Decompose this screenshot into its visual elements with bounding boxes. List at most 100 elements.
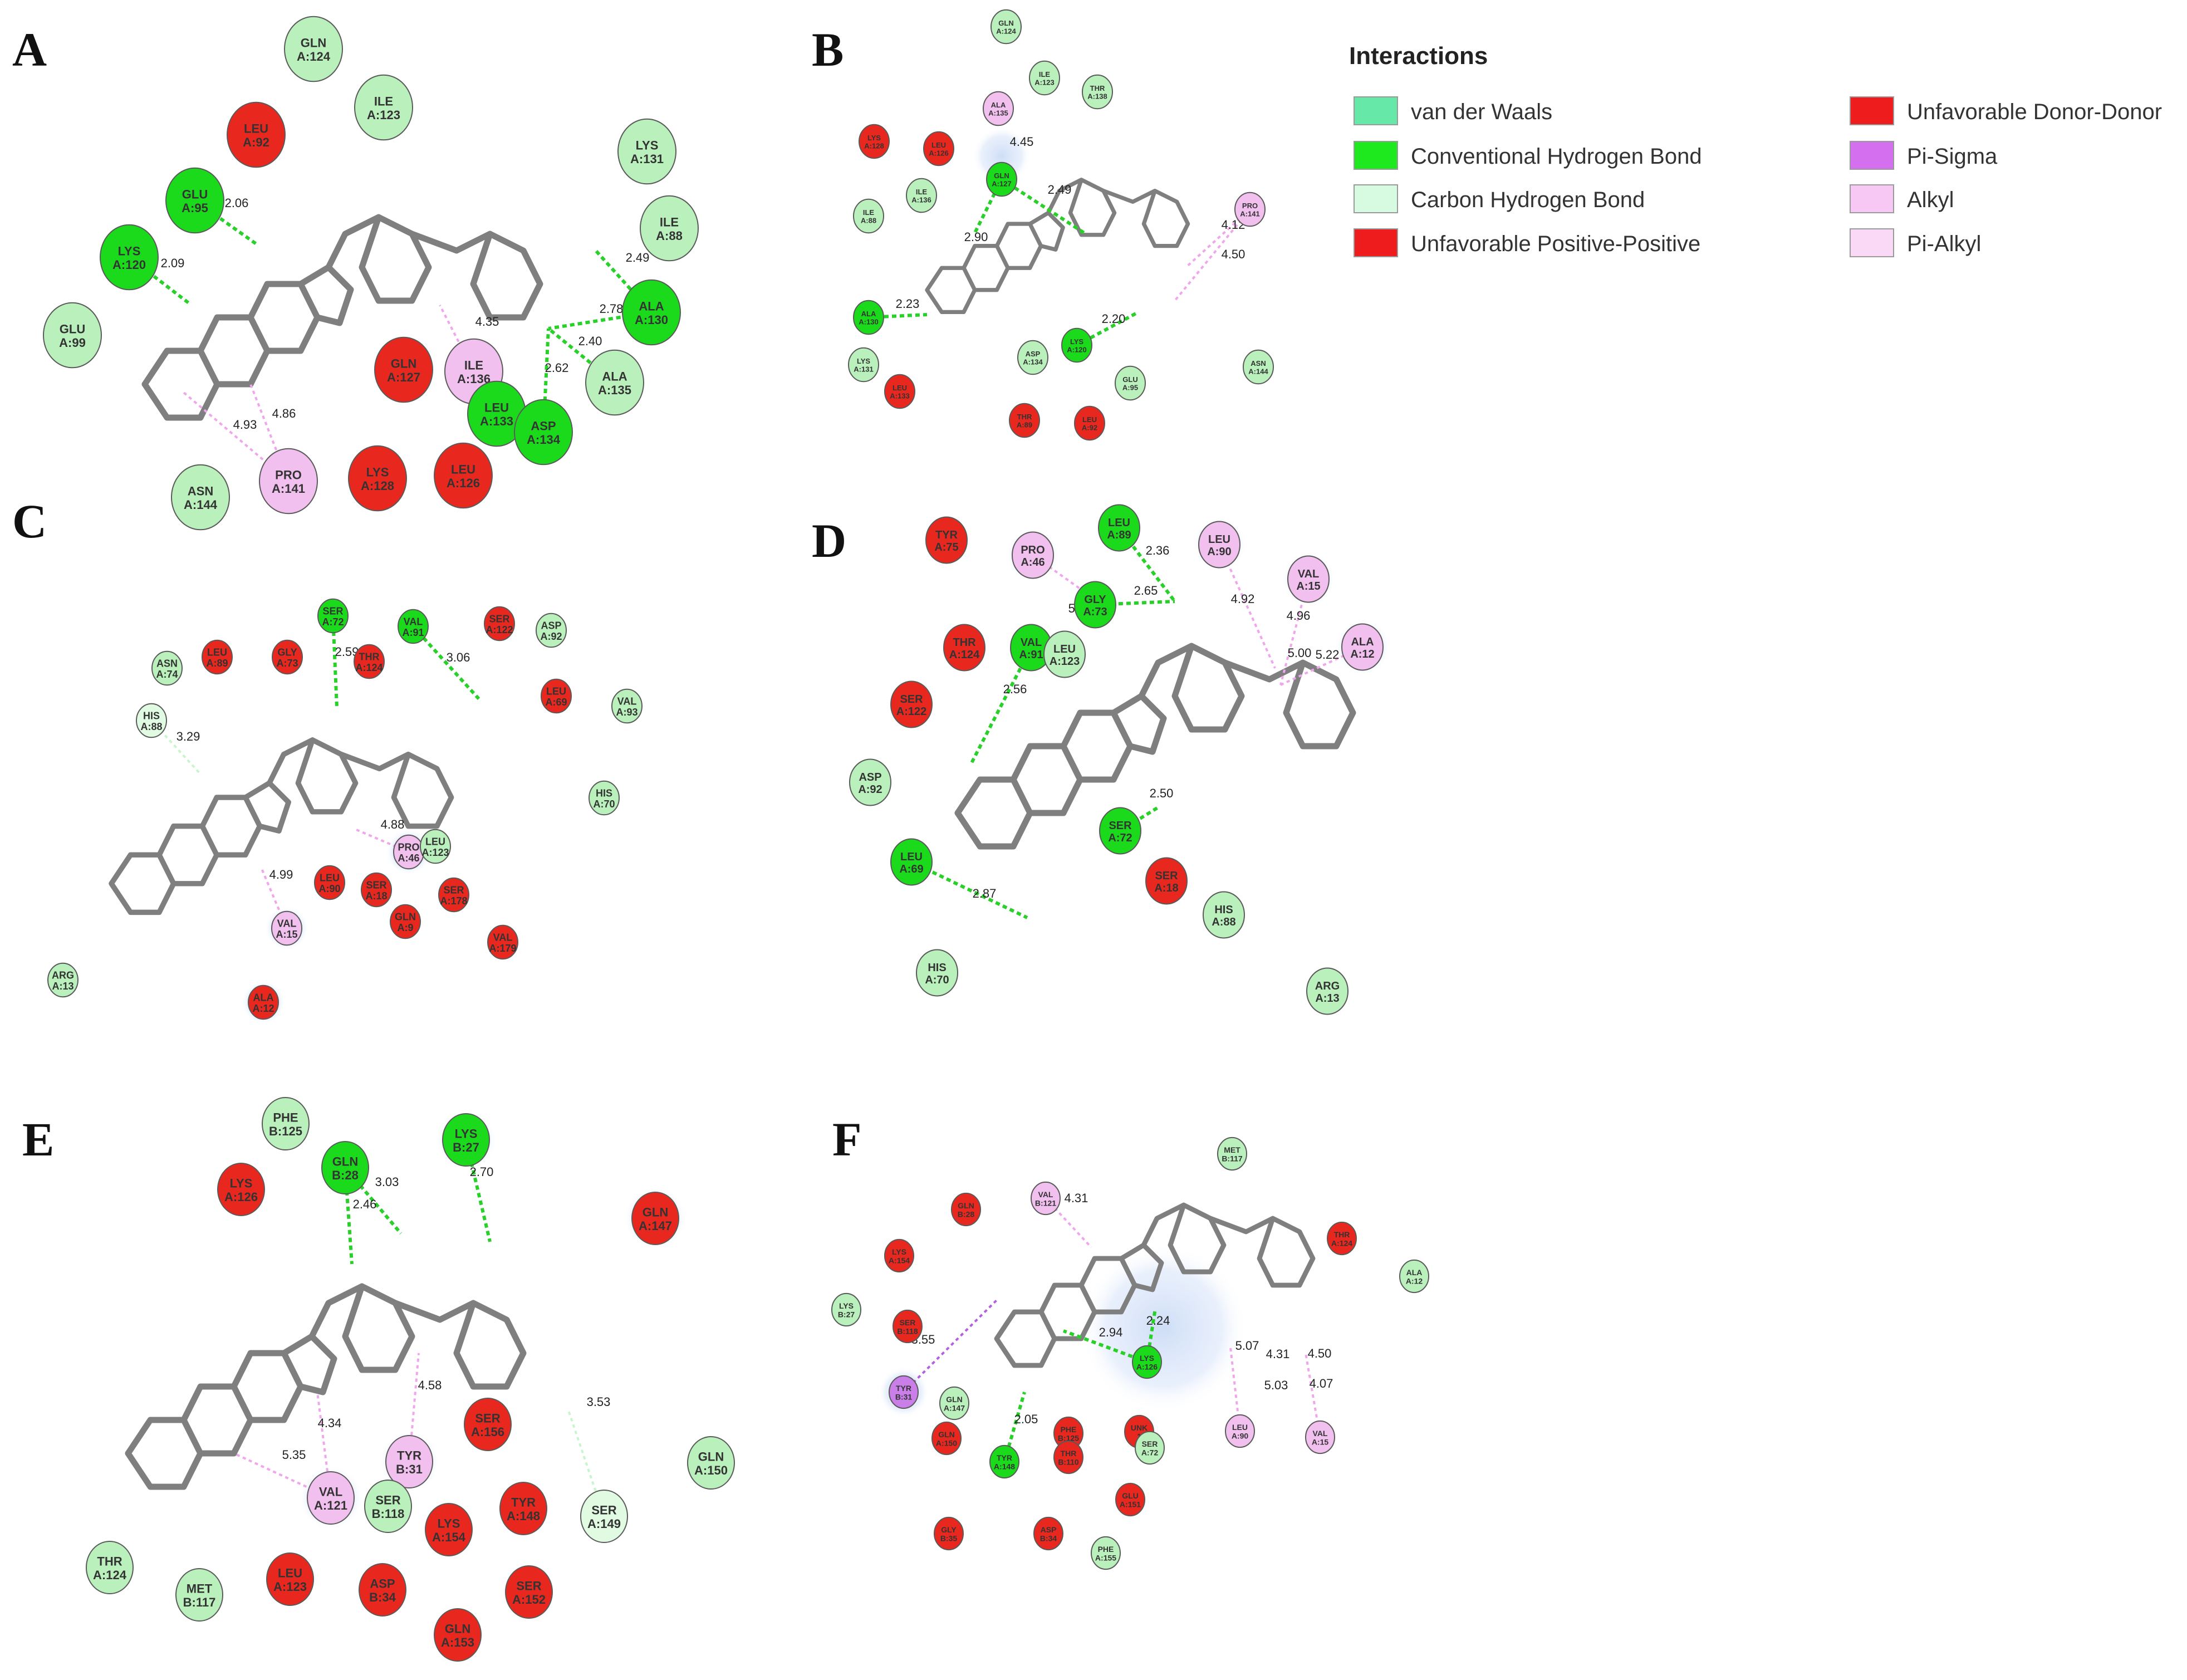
residue-name: SER xyxy=(900,1318,916,1327)
residue-id: A:178 xyxy=(440,895,467,907)
residue-name: TYR xyxy=(511,1496,536,1510)
residue-name: GLU xyxy=(182,188,208,202)
legend-swatch xyxy=(1354,228,1398,257)
residue-circle xyxy=(434,1608,482,1662)
residue-name: LEU xyxy=(893,384,907,392)
residue-circle xyxy=(951,1192,981,1227)
residue-name: ASN xyxy=(1251,359,1266,368)
distance-label: 2.40 xyxy=(578,334,602,348)
ligand-bond xyxy=(925,266,977,315)
residue-circle xyxy=(307,1471,355,1525)
distance-label: 4.35 xyxy=(475,315,499,329)
residue-circle xyxy=(1145,857,1188,905)
ligand-bond xyxy=(247,281,321,354)
ligand-bond xyxy=(1101,188,1190,248)
residue-name: VAL xyxy=(617,695,637,707)
residue-id: A:149 xyxy=(587,1517,621,1531)
carbon-hydrogen-bond-line xyxy=(150,719,202,775)
residue-name: ASP xyxy=(531,419,556,433)
residue-circle xyxy=(853,300,884,335)
hydrogen-bond-line xyxy=(344,1167,403,1235)
residue-name: ARG xyxy=(1315,980,1340,992)
residue-name: SER xyxy=(591,1503,616,1517)
residue-id: B:110 xyxy=(1058,1457,1079,1466)
residue-id: A:46 xyxy=(398,853,419,864)
residue-circle xyxy=(884,1238,914,1273)
residue-id: A:126 xyxy=(447,476,480,490)
residue-name: GLU xyxy=(60,322,85,336)
distance-label: 5.03 xyxy=(1264,1378,1288,1392)
residue-name: ILE xyxy=(374,95,393,109)
ligand-bond xyxy=(125,1417,204,1490)
residue-name: ALA xyxy=(1406,1268,1423,1277)
distance-label: 3.03 xyxy=(375,1175,399,1189)
ligand-bond xyxy=(1110,693,1167,755)
residue-circle xyxy=(990,9,1022,45)
hydrogen-bond-line xyxy=(1095,600,1175,606)
legend-swatch xyxy=(1850,184,1894,213)
residue-name: HIS xyxy=(1214,904,1233,916)
residue-name: PHE xyxy=(1061,1425,1077,1434)
residue-name: GLN xyxy=(301,36,326,50)
residue-id: A:90 xyxy=(1207,546,1231,558)
ligand-bond xyxy=(1046,178,1117,237)
residue-id: A:144 xyxy=(1248,367,1268,375)
residue-id: A:89 xyxy=(206,658,228,669)
alkyl-interaction-line xyxy=(261,868,288,929)
residue-name: LEU xyxy=(451,463,475,477)
residue-name: ILE xyxy=(464,359,483,373)
residue-circle xyxy=(1091,1536,1121,1570)
residue-name: SER xyxy=(489,613,509,624)
residue-name: LEU xyxy=(1053,643,1076,655)
residue-name: THR xyxy=(359,651,380,662)
residue-name: GLN xyxy=(445,1622,470,1636)
residue-circle xyxy=(227,101,286,168)
residue-id: A:134 xyxy=(1023,357,1043,366)
residue-name: GLN xyxy=(938,1430,955,1439)
residue-name: TYR xyxy=(397,1449,421,1463)
residue-circle xyxy=(1099,807,1141,855)
residue-id: B:27 xyxy=(453,1140,479,1154)
residue-circle xyxy=(589,780,620,816)
residue-circle xyxy=(1135,1431,1165,1465)
residue-name: VAL xyxy=(1038,1190,1053,1199)
residue-id: A:122 xyxy=(486,624,513,635)
residue-id: B:118 xyxy=(372,1507,405,1521)
residue-name: ASN xyxy=(188,484,213,498)
residue-circle xyxy=(514,399,573,466)
residue-circle xyxy=(175,1568,223,1622)
residue-id: A:148 xyxy=(994,1462,1015,1471)
residue-id: A:15 xyxy=(1296,580,1320,592)
residue-circle xyxy=(541,678,572,714)
residue-circle xyxy=(640,195,699,262)
residue-circle xyxy=(262,1096,310,1151)
residue-circle xyxy=(1082,74,1113,110)
residue-name: ASN xyxy=(156,658,178,669)
residue-name: LEU xyxy=(900,851,923,863)
residue-name: ALA xyxy=(253,992,274,1003)
panel-label-a: A xyxy=(12,23,47,76)
residue-id: A:124 xyxy=(355,662,383,673)
residue-name: LEU xyxy=(931,141,946,149)
ligand-bond xyxy=(141,347,220,421)
residue-id: A:154 xyxy=(432,1530,466,1544)
residue-id: A:89 xyxy=(1017,420,1032,429)
residue-circle xyxy=(611,688,643,724)
residue-circle xyxy=(853,198,884,234)
distance-label: 2.78 xyxy=(600,302,624,316)
ligand-structure xyxy=(125,1283,527,1490)
residue-id: A:127 xyxy=(992,179,1011,188)
